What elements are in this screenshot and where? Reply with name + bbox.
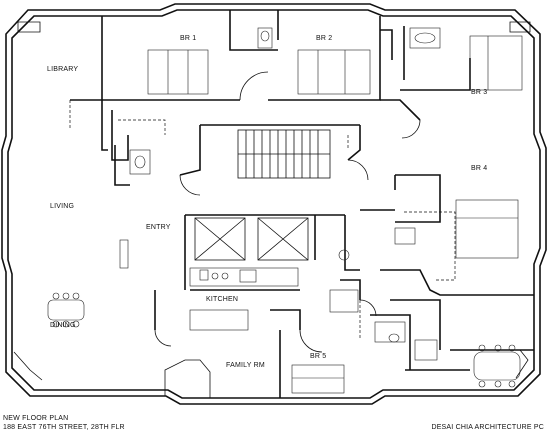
label-br2: BR 2 [316, 35, 332, 42]
label-living: LIVING [50, 203, 74, 210]
stair [237, 129, 331, 179]
door-swings [154, 71, 421, 353]
beds [147, 35, 523, 394]
label-dining: DINING [50, 322, 76, 329]
plan-title-line1: NEW FLOOR PLAN [3, 415, 69, 422]
window-marks [7, 3, 541, 405]
dashed-lines [69, 100, 456, 340]
label-entry: ENTRY [146, 224, 171, 231]
firm-name: DESAI CHIA ARCHITECTURE PC [431, 424, 544, 431]
elevators [194, 217, 309, 261]
label-kitchen: KITCHEN [206, 296, 238, 303]
plan-title-line2: 188 EAST 76TH STREET, 28TH FLR [3, 424, 125, 431]
label-family: FAMILY RM [226, 362, 265, 369]
kitchen-fixtures [189, 267, 299, 331]
label-br4: BR 4 [471, 165, 487, 172]
exterior-wall [1, 3, 547, 405]
interior-walls [70, 10, 534, 398]
label-br3: BR 3 [471, 89, 487, 96]
label-br1: BR 1 [180, 35, 196, 42]
label-br5: BR 5 [310, 353, 326, 360]
label-library: LIBRARY [47, 66, 78, 73]
bathroom-fixtures [129, 27, 441, 361]
corner-bays [13, 21, 531, 398]
living-furniture [47, 239, 521, 388]
